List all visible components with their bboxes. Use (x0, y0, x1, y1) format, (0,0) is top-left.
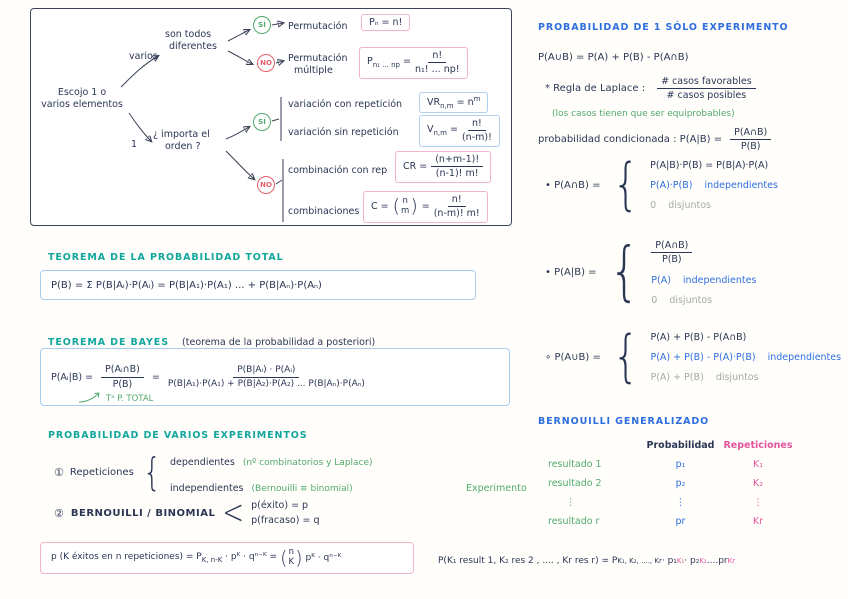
fraction: P(B|Aᵢ) · P(Aᵢ)P(B|A₁)·P(A₁) + P(B|A₂)·P… (167, 364, 365, 389)
question-order-matters: ¿ importa el orden ? (153, 129, 210, 153)
multiple-permutation-formula-box: Pn₁ ... np = n!n₁! ... np! (359, 47, 468, 79)
conditional-cases: • P(A|B) = { P(A∩B)P(B) P(A)independient… (545, 235, 757, 310)
generalized-bernoulli-formula: P(K₁ result 1, K₂ res 2 , .... , Kr res … (438, 556, 736, 566)
column-header-probability: Probabilidad (646, 440, 715, 451)
union-formula: P(A∪B) = P(A) + P(B) - P(A∩B) (538, 52, 689, 63)
brace: { (611, 152, 639, 218)
fork-icon: < (222, 493, 245, 533)
total-theorem-note: Tᵃ P. TOTAL (77, 390, 153, 404)
flowchart-root-label: Escojo 1 o varios elementos (41, 87, 123, 111)
table-row-k: K₁ (752, 459, 764, 470)
column-header-repetitions: Repeticiones (723, 440, 793, 451)
variation-without-repetition-label: variación sin repetición (288, 127, 399, 138)
item-1-badge: ① (54, 466, 64, 479)
variation-with-repetition-formula-box: VRn,m = nm (419, 92, 489, 114)
union-cases: ∘ P(A∪B) = { P(A) + P(B) - P(A∩B) P(A) +… (545, 324, 842, 390)
curved-arrow-icon (78, 392, 100, 403)
table-row-p: pr (675, 516, 686, 527)
several-experiments-title: PROBABILIDAD DE VARIOS EXPERIMENTOS (48, 430, 308, 441)
permutation-label: Permutación (288, 21, 348, 32)
bernoulli-binomial-label: BERNOUILLI / BINOMIAL (70, 507, 216, 519)
bayes-subtitle: (teorema de la probabilidad a posteriori… (182, 337, 376, 348)
failure-probability: p(fracaso) = q (251, 515, 320, 526)
table-row-name: resultado 1 (548, 459, 602, 470)
table-corner (548, 440, 643, 451)
bayes-formula-box: P(Aᵢ|B) = P(Aᵢ∩B)P(B) = P(B|Aᵢ) · P(Aᵢ)P… (40, 348, 510, 406)
table-row-dots: ⋮ (753, 497, 763, 508)
fraction: n!n₁! ... np! (414, 50, 460, 76)
intersection-cases: • P(A∩B) = { P(A|B)·P(B) = P(B|A)·P(A) P… (545, 152, 778, 218)
no-circle-top: NO (257, 54, 275, 72)
combination-with-repetition-formula-box: CR = (n+m-1)!(n-1)! m! (395, 151, 492, 183)
brace: { (608, 235, 640, 310)
yes-circle-bottom: SÍ (253, 113, 271, 131)
table-row-k: Kr (752, 516, 764, 527)
success-probability: p(éxito) = p (251, 500, 309, 511)
conditional-probability-line: probabilidad condicionada : P(A|B) = P(A… (538, 127, 772, 153)
table-row-k: K₂ (752, 478, 764, 489)
laplace-rule: * Regla de Laplace : # casos favorables#… (545, 76, 756, 102)
branch-label-varios: varios (129, 51, 158, 62)
bernoulli-binomial-item: ② BERNOUILLI / BINOMIAL < p(éxito) = p p… (54, 496, 320, 530)
fraction: P(A∩B)P(B) (651, 240, 693, 266)
total-probability-formula-box: P(B) = Σ P(B|Aᵢ)·P(Aᵢ) = P(B|A₁)·P(A₁) .… (40, 270, 476, 300)
branch-label-uno: 1 (131, 139, 138, 150)
table-row-dots: ⋮ (566, 497, 576, 508)
experiment-side-label: Experimento (466, 483, 527, 494)
single-experiment-title: PROBABILIDAD DE 1 SÓLO EXPERIMENTO (538, 22, 789, 33)
yes-circle-top: SÍ (253, 16, 271, 34)
generalized-bernoulli-title: BERNOUILLI GENERALIZADO (538, 416, 710, 427)
variation-without-repetition-formula-box: Vn,m = n!(n-m)! (419, 115, 500, 147)
table-row-name: resultado r (548, 516, 600, 527)
bayes-title: TEOREMA DE BAYES (48, 337, 169, 348)
permutation-formula-box: Pₙ = n! (361, 14, 411, 32)
brace: { (142, 450, 161, 495)
repetitions-item: ① Repeticiones { dependientes(nº combina… (54, 450, 373, 495)
bayes-title-row: TEOREMA DE BAYES (teorema de la probabil… (48, 330, 375, 349)
table-row-p: p₁ (675, 459, 686, 470)
fraction: # casos favorables# casos posibles (657, 76, 756, 102)
flowchart-panel: Escojo 1 o varios elementos varios 1 son… (30, 8, 512, 226)
combination-with-repetition-label: combinación con rep (288, 165, 388, 176)
binomial-formula-box: p (K éxitos en n repeticiones) = PK, n-K… (40, 542, 414, 574)
fraction: n!(n-m)! m! (433, 194, 480, 220)
repetitions-label: Repeticiones (69, 467, 134, 478)
fraction: P(Aᵢ∩B)P(B) (101, 364, 144, 390)
fraction: n!(n-m)! (461, 118, 492, 144)
multiple-permutation-label: Permutación múltiple (288, 53, 348, 77)
table-row-dots: ⋮ (675, 497, 686, 508)
table-row-name: resultado 2 (548, 478, 602, 489)
combinations-label: combinaciones (288, 206, 360, 217)
table-row-p: p₂ (675, 478, 686, 489)
equiprobable-note: (los casos tienen que ser equiprobables) (552, 109, 735, 119)
bernoulli-table: Probabilidad Repeticiones resultado 1 p₁… (548, 440, 798, 527)
item-2-badge: ② (54, 506, 64, 520)
fraction: P(A∩B)P(B) (730, 127, 772, 153)
question-all-different: son todos diferentes (165, 29, 217, 53)
variation-with-repetition-label: variación con repetición (288, 99, 403, 110)
brace: { (612, 324, 640, 390)
fraction: (n+m-1)!(n-1)! m! (431, 154, 484, 180)
total-probability-title: TEOREMA DE LA PROBABILIDAD TOTAL (48, 252, 284, 263)
flowchart-connectors (120, 9, 513, 222)
no-circle-bottom: NO (257, 176, 275, 194)
